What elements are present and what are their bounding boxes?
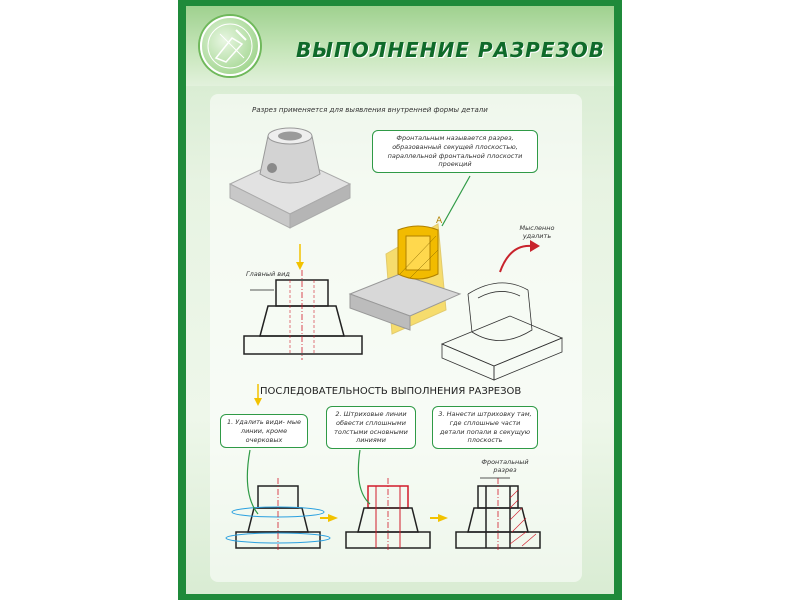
intro-text: Разрез применяется для выявления внутрен… bbox=[252, 106, 488, 114]
wireframe-half bbox=[440, 282, 564, 381]
plane-letter: А bbox=[436, 216, 443, 226]
poster-title: ВЫПОЛНЕНИЕ РАЗРЕЗОВ bbox=[296, 38, 605, 62]
step1-drawing bbox=[225, 478, 331, 552]
sectioned-part bbox=[348, 223, 462, 335]
frontal-definition-callout: Фронтальным называется разрез, образован… bbox=[372, 130, 538, 174]
illustrations-svg bbox=[225, 127, 564, 552]
label-mentally-remove: Мысленно удалить bbox=[519, 224, 555, 240]
label-frontal-section: Фронтальный разрез bbox=[481, 458, 529, 474]
poster-frame: ВЫПОЛНЕНИЕ РАЗРЕЗОВ Разрез применяется д… bbox=[178, 0, 622, 600]
step2-callout: 2. Штриховые линии обвести сплошными тол… bbox=[326, 406, 416, 450]
main-view-drawing bbox=[243, 270, 363, 360]
poster-inner: ВЫПОЛНЕНИЕ РАЗРЕЗОВ Разрез применяется д… bbox=[186, 6, 614, 594]
remove-arrow bbox=[499, 244, 533, 273]
step3-drawing bbox=[455, 478, 541, 552]
content-panel: Разрез применяется для выявления внутрен… bbox=[210, 94, 582, 582]
step3-callout: 3. Нанести штриховку там, где сплошные ч… bbox=[432, 406, 538, 450]
sequence-heading: ПОСЛЕДОВАТЕЛЬНОСТЬ ВЫПОЛНЕНИЯ РАЗРЕЗОВ bbox=[260, 386, 522, 397]
label-main-view: Главный вид bbox=[246, 270, 290, 278]
drafting-tools-logo-icon bbox=[200, 16, 260, 76]
step1-callout: 1. Удалить види- мые линии, кроме очерко… bbox=[220, 414, 308, 449]
step2-drawing bbox=[345, 478, 431, 552]
isometric-part bbox=[228, 127, 352, 229]
header-band: ВЫПОЛНЕНИЕ РАЗРЕЗОВ bbox=[186, 6, 614, 86]
